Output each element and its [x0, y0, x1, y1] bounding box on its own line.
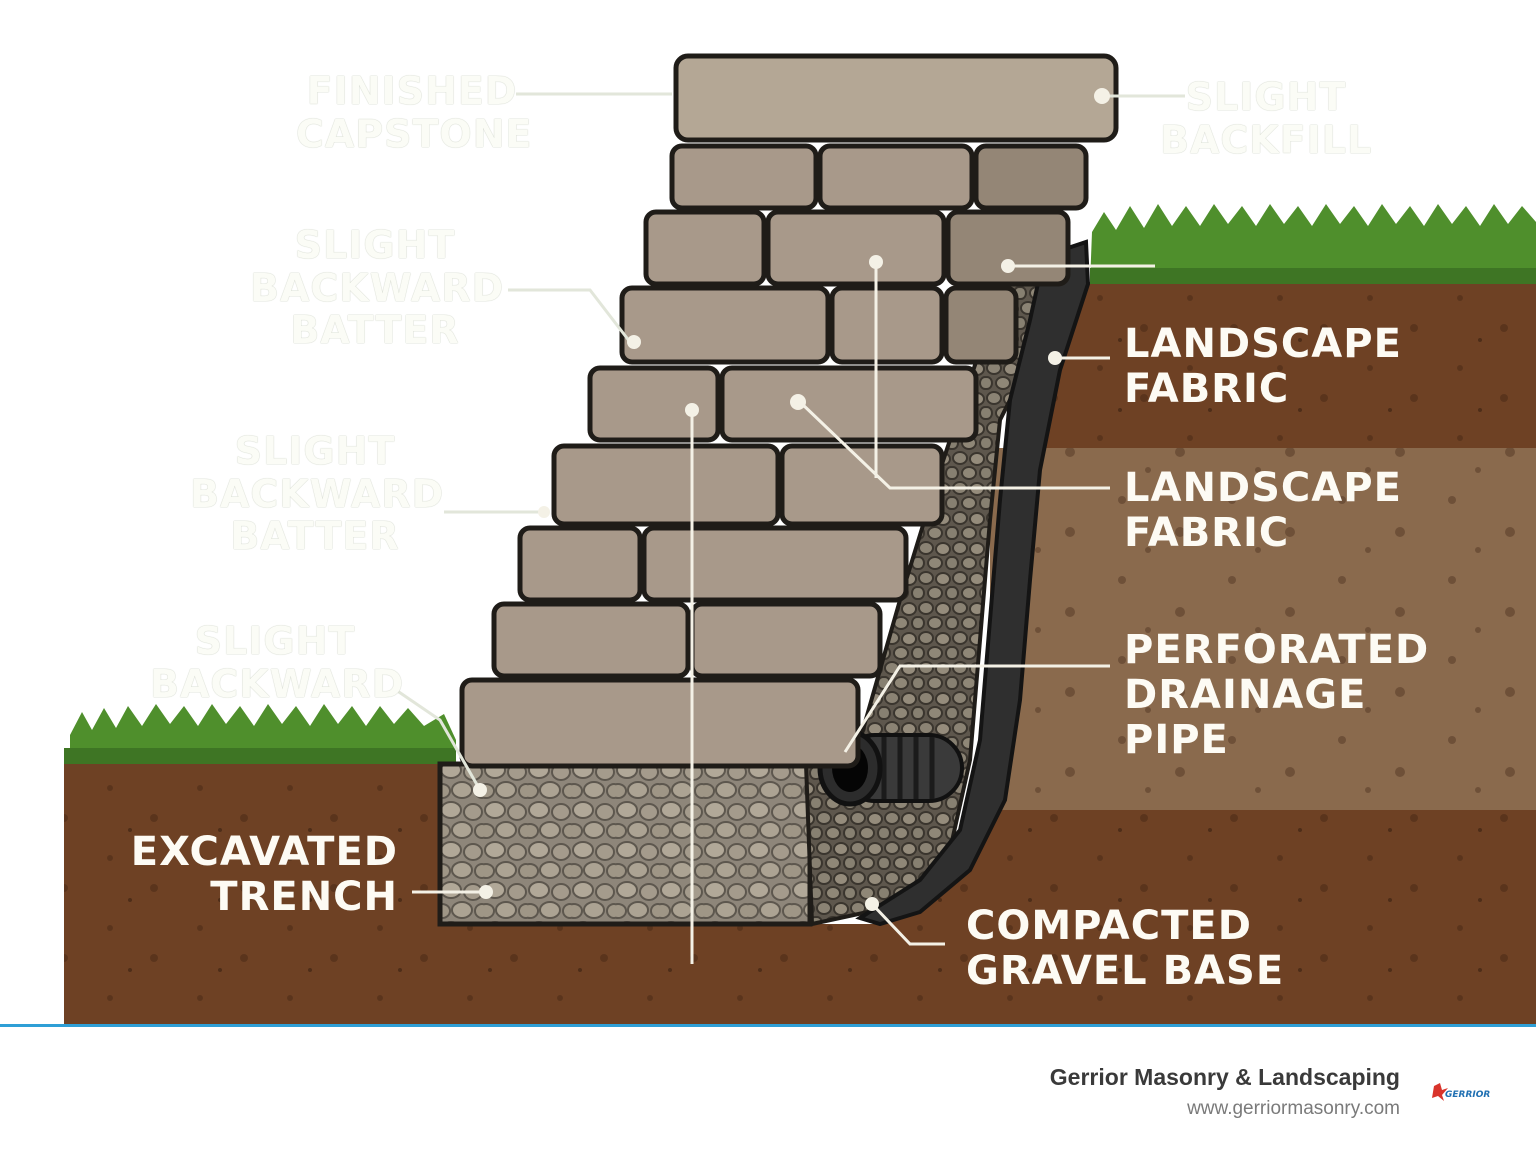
company-logo: GERRIOR: [1432, 1082, 1500, 1102]
grass-left: [64, 704, 456, 764]
footer-divider: [0, 1024, 1536, 1027]
label-slight-backward: SLIGHT BACKWARD: [150, 620, 400, 705]
gravel-trench: [440, 764, 810, 924]
label-landscape-fabric-2: LANDSCAPE FABRIC: [1124, 466, 1402, 556]
company-name: Gerrior Masonry & Landscaping: [1050, 1064, 1400, 1091]
label-slight-backward-batter-1: SLIGHT BACKWARD BATTER: [250, 224, 500, 352]
label-finished-capstone: FINISHED CAPSTONE: [296, 70, 528, 155]
label-compacted-gravel-base: COMPACTED GRAVEL BASE: [966, 904, 1284, 994]
website-link[interactable]: www.gerriormasonry.com: [1187, 1098, 1400, 1120]
label-slight-backward-batter-2: SLIGHT BACKWARD BATTER: [190, 430, 440, 558]
label-excavated-trench: EXCAVATED TRENCH: [120, 830, 398, 920]
grass-right: [1090, 204, 1536, 284]
label-slight-backfill: SLIGHT BACKFILL: [1160, 76, 1372, 161]
label-perforated-drainage-pipe: PERFORATED DRAINAGE PIPE: [1124, 628, 1429, 762]
label-landscape-fabric-1: LANDSCAPE FABRIC: [1124, 322, 1402, 412]
logo-wordmark: GERRIOR: [1445, 1090, 1490, 1100]
